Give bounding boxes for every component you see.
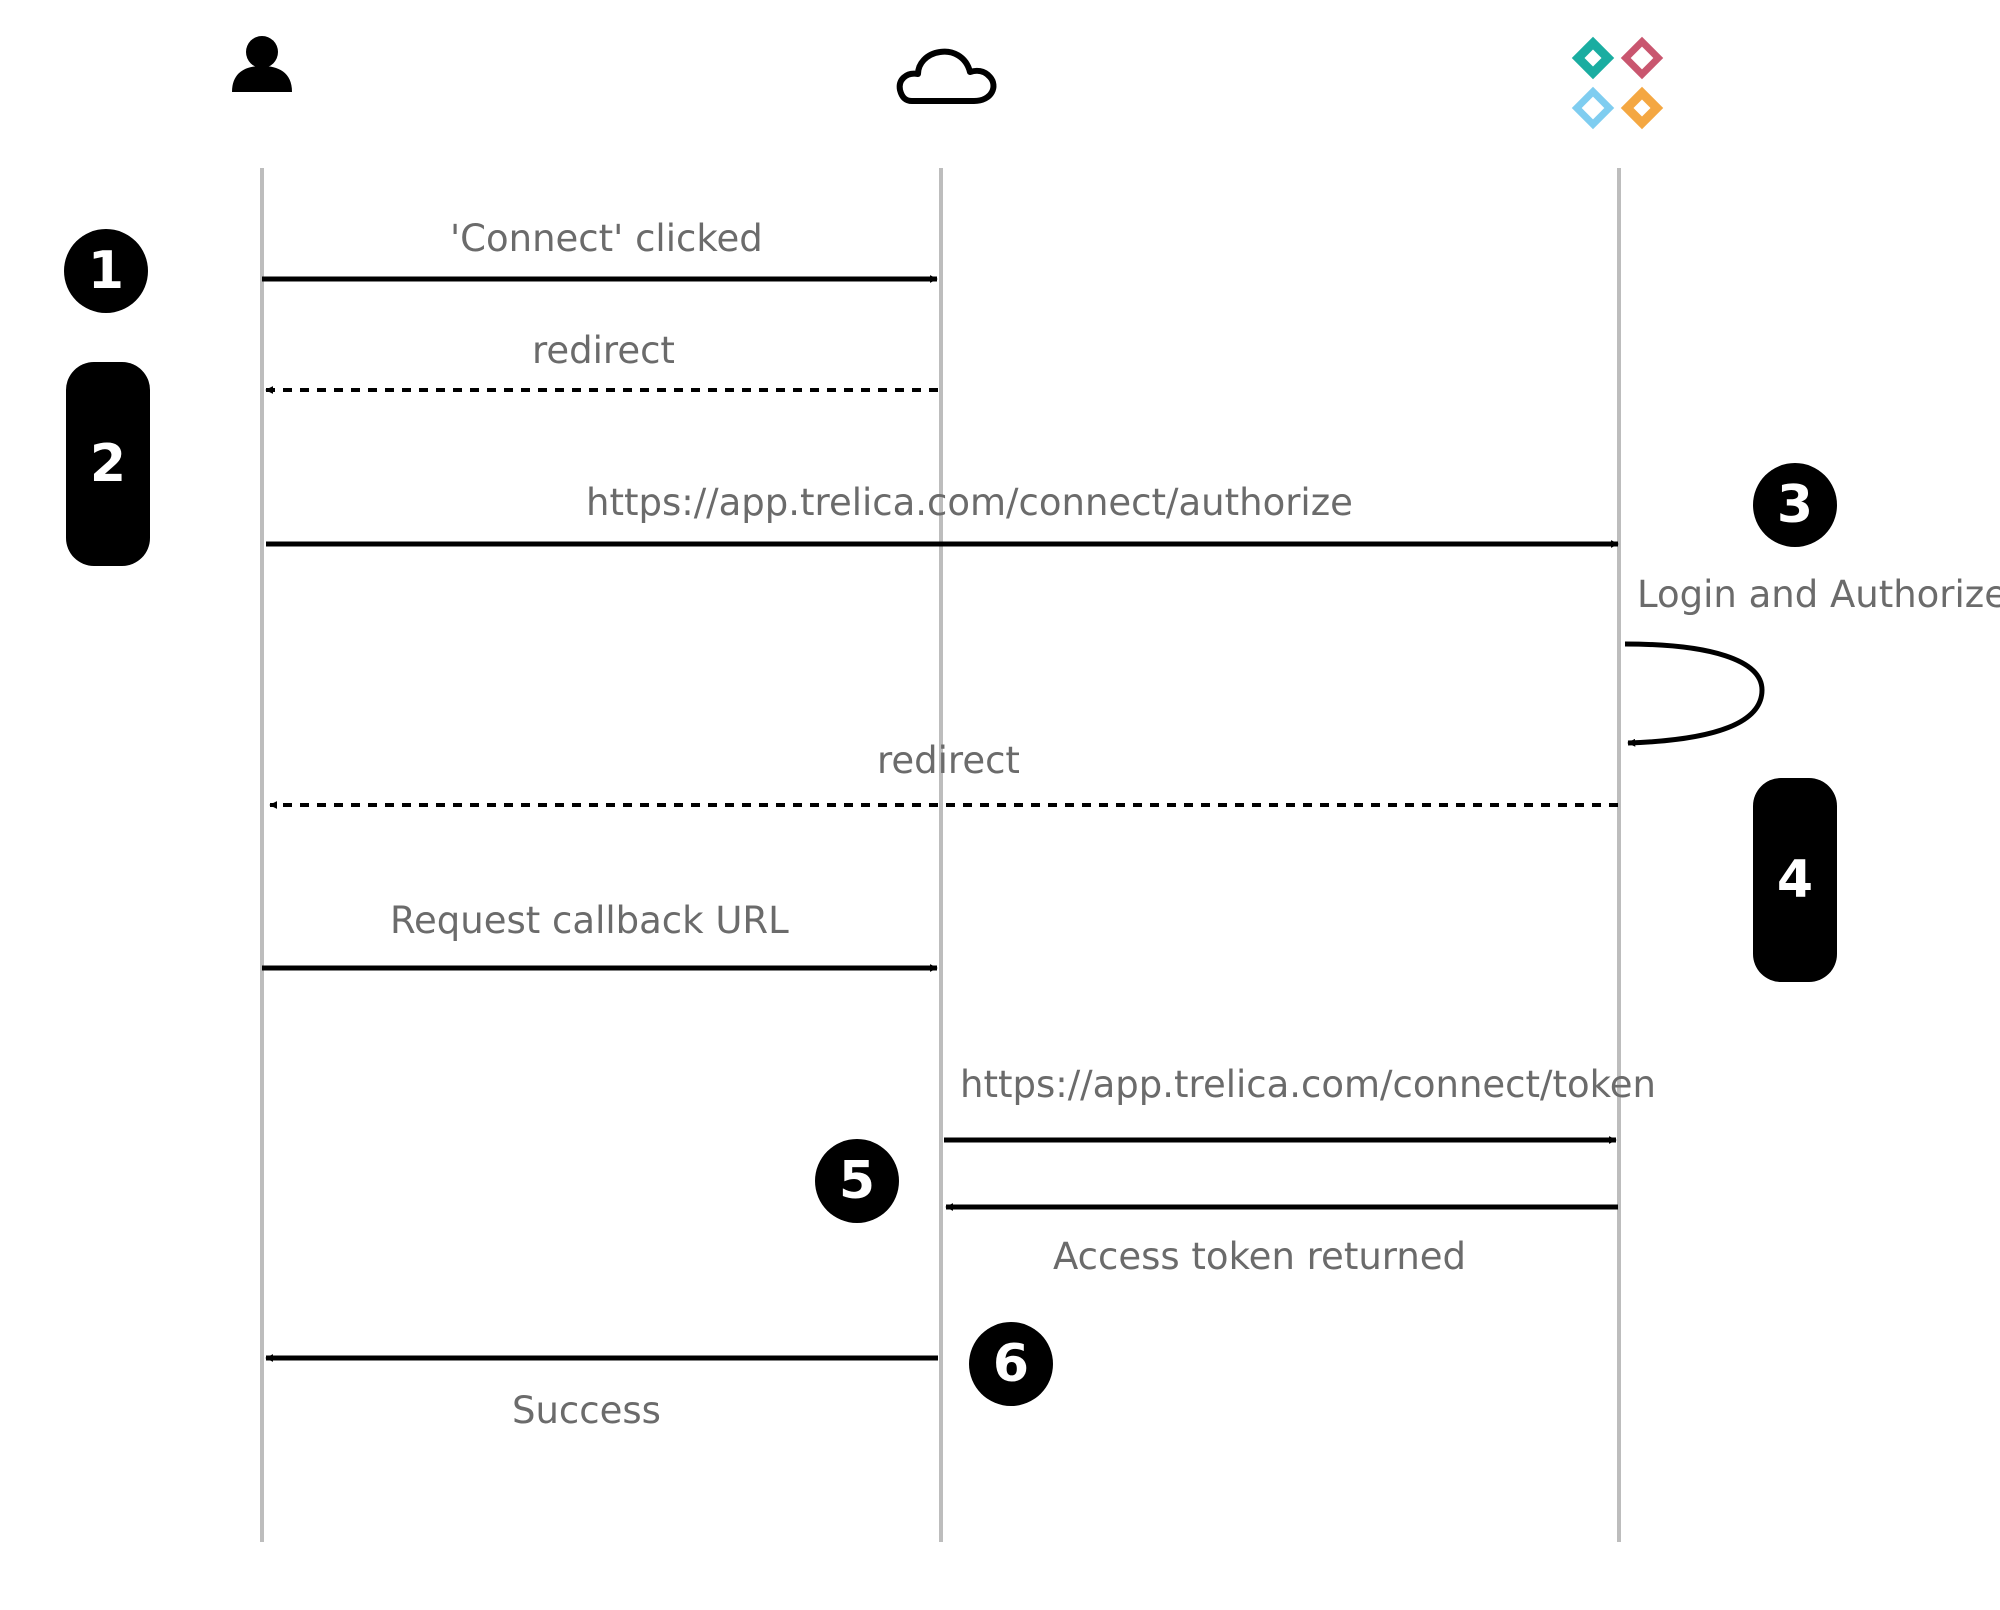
message-label: https://app.trelica.com/connect/authoriz… [586, 481, 1353, 524]
step-badge-5: 5 [815, 1139, 899, 1223]
message-label: Access token returned [1053, 1235, 1467, 1278]
message-label: 'Connect' clicked [450, 217, 763, 260]
message-label: redirect [877, 739, 1020, 782]
message-label: https://app.trelica.com/connect/token [960, 1063, 1656, 1106]
step-badge-2: 2 [66, 362, 150, 566]
step-badge-1: 1 [64, 229, 148, 313]
step-badge-4: 4 [1753, 778, 1837, 982]
step-badge-3: 3 [1753, 463, 1837, 547]
arrow-login-self [1624, 641, 1765, 747]
cloud-icon [896, 48, 997, 104]
message-label: Login and Authorize [1637, 573, 2000, 616]
message-label: redirect [532, 329, 675, 372]
message-label: Success [512, 1389, 661, 1432]
trelica-logo-icon [1571, 36, 1664, 130]
message-label: Request callback URL [390, 899, 789, 942]
person-icon [232, 36, 292, 92]
step-badge-6: 6 [969, 1322, 1053, 1406]
